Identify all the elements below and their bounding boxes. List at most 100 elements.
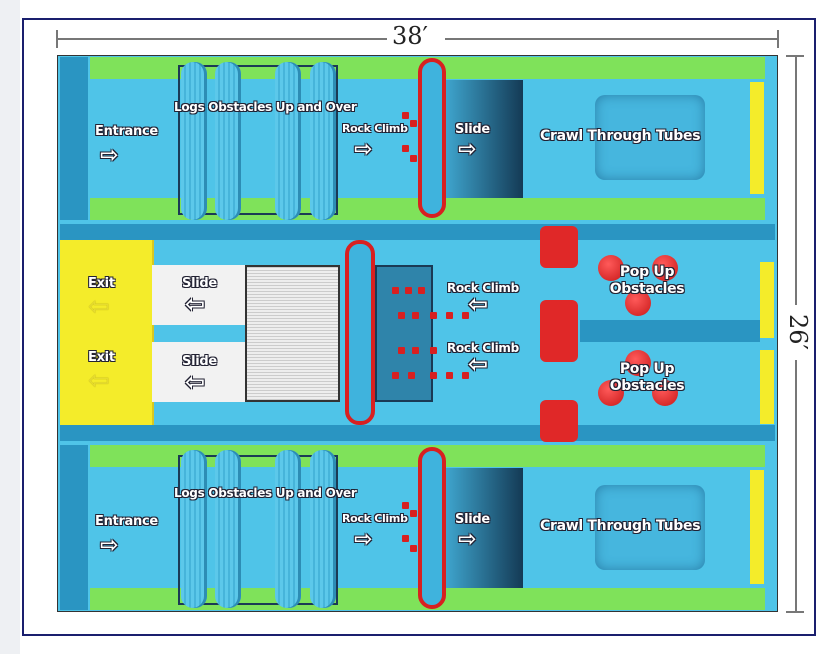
entrance-label: Entrance	[95, 514, 158, 529]
width-dimension-line	[445, 38, 778, 40]
inflatable-section	[750, 470, 764, 584]
width-dimension-line	[57, 38, 387, 40]
barrier-block	[540, 400, 578, 442]
rock-climb-label: Rock Climb	[447, 341, 519, 355]
climbing-hold	[462, 372, 469, 379]
arrow-left-icon: ⇦	[468, 350, 488, 378]
climb-wall	[418, 447, 446, 609]
crawl-tubes-label: Crawl Through Tubes	[540, 518, 701, 534]
rock-climb-label: Rock Climb	[447, 281, 519, 295]
arrow-right-icon: ⇨	[354, 137, 373, 162]
popup-obstacle	[625, 290, 651, 316]
slide-lane	[152, 265, 245, 325]
arrow-left-icon: ⇦	[185, 368, 205, 396]
log	[275, 450, 301, 608]
arrow-right-icon: ⇨	[458, 137, 477, 162]
height-label: 26′	[784, 314, 812, 350]
slide-ramp	[445, 468, 523, 588]
climbing-hold	[412, 347, 419, 354]
width-label: 38′	[392, 22, 428, 50]
exit-area	[60, 240, 154, 425]
dimension-tick	[786, 55, 804, 57]
arrow-left-icon: ⇦	[88, 292, 110, 322]
log	[215, 62, 241, 220]
climbing-hold	[402, 535, 409, 542]
logs-label: Logs Obstacles Up and Over	[174, 100, 357, 114]
arrow-right-icon: ⇨	[100, 143, 119, 168]
climbing-hold	[430, 312, 437, 319]
slide-label: Slide	[182, 354, 217, 369]
climbing-hold	[430, 347, 437, 354]
climbing-hold	[446, 312, 453, 319]
log	[181, 450, 207, 608]
exit-label: Exit	[88, 276, 115, 291]
popup-obstacle	[652, 255, 678, 281]
climbing-hold	[402, 145, 409, 152]
log	[275, 62, 301, 220]
logs-label: Logs Obstacles Up and Over	[174, 486, 357, 500]
climbing-hold	[410, 545, 417, 552]
climbing-hold	[446, 372, 453, 379]
log	[310, 62, 336, 220]
page-margin	[0, 0, 20, 654]
climbing-hold	[392, 287, 399, 294]
inflatable-section	[60, 224, 775, 240]
inflatable-section	[580, 320, 760, 342]
rock-climb-label: Rock Climb	[342, 512, 408, 525]
arrow-left-icon: ⇦	[185, 290, 205, 318]
crawl-tube	[595, 95, 705, 180]
climb-wall	[418, 58, 446, 218]
log	[215, 450, 241, 608]
climbing-hold	[405, 287, 412, 294]
climbing-hold	[408, 372, 415, 379]
slide-label: Slide	[182, 276, 217, 291]
inflatable-section	[60, 445, 88, 610]
net-mesh	[245, 265, 340, 402]
crawl-tube	[595, 485, 705, 570]
logs-area	[178, 455, 338, 605]
slide-lane	[152, 342, 245, 402]
popup-obstacle	[598, 255, 624, 281]
dimension-tick	[56, 30, 58, 48]
climbing-hold	[410, 120, 417, 127]
climbing-hold	[398, 347, 405, 354]
popup-obstacles-label: Pop Up Obstacles	[609, 361, 685, 394]
climbing-hold	[402, 502, 409, 509]
climbing-hold	[410, 510, 417, 517]
arrow-right-icon: ⇨	[458, 527, 477, 552]
exit-label: Exit	[88, 350, 115, 365]
inflatable-section	[760, 350, 774, 424]
barrier-block	[540, 300, 578, 362]
popup-obstacles-label: Pop Up Obstacles	[609, 264, 685, 297]
dimension-tick	[777, 30, 779, 48]
climbing-hold	[418, 287, 425, 294]
log	[310, 450, 336, 608]
inflatable-section	[60, 425, 775, 441]
inflatable-section	[60, 57, 88, 220]
slide-label: Slide	[455, 122, 490, 137]
slide-ramp	[445, 80, 523, 198]
arrow-left-icon: ⇦	[88, 366, 110, 396]
crawl-tubes-label: Crawl Through Tubes	[540, 128, 701, 144]
climbing-hold	[398, 312, 405, 319]
inflatable-section	[760, 262, 774, 338]
arrow-right-icon: ⇨	[354, 527, 373, 552]
climbing-hold	[392, 372, 399, 379]
height-dimension-line	[795, 360, 797, 612]
popup-obstacle	[652, 380, 678, 406]
climbing-hold	[402, 112, 409, 119]
arrow-left-icon: ⇦	[468, 290, 488, 318]
rock-climb-label: Rock Climb	[342, 122, 408, 135]
height-dimension-line	[795, 55, 797, 305]
inflatable-section	[750, 82, 764, 194]
barrier-block	[540, 226, 578, 268]
slide-label: Slide	[455, 512, 490, 527]
inflatable-section	[375, 265, 433, 402]
climbing-hold	[462, 312, 469, 319]
bottom-lane: Entrance ⇨ Logs Obstacles Up and Over Ro…	[0, 390, 834, 620]
log	[181, 62, 207, 220]
climbing-hold	[412, 312, 419, 319]
logs-area	[178, 65, 338, 215]
climbing-hold	[430, 372, 437, 379]
climbing-hold	[410, 155, 417, 162]
